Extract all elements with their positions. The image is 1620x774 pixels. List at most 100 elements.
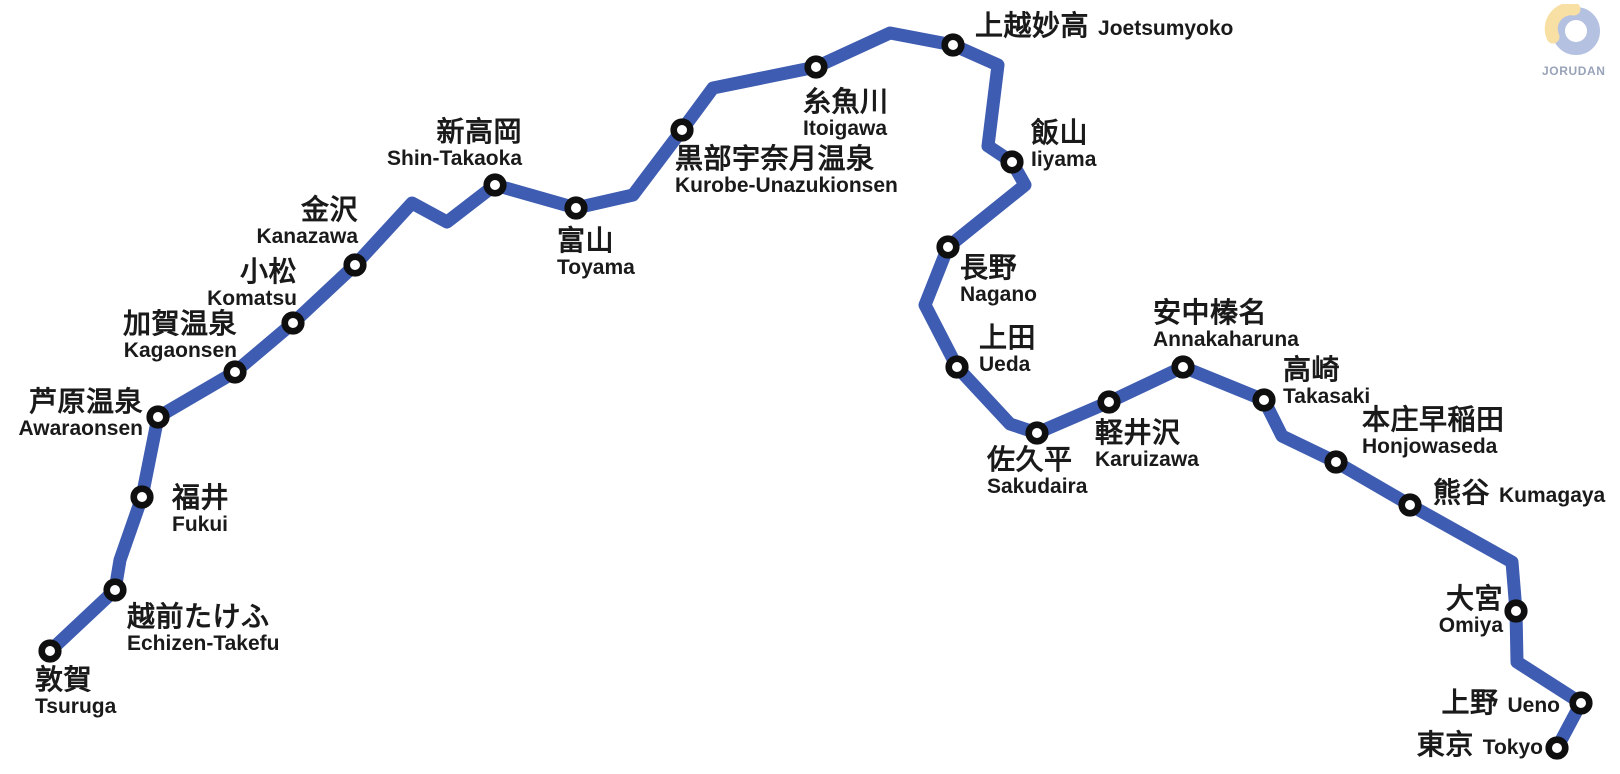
station-name-en: Toyama <box>557 255 635 279</box>
station-marker-joetsumyoko[interactable] <box>941 33 965 57</box>
station-name-ja: 敦賀 <box>35 664 93 695</box>
station-name-en: Omiya <box>1438 613 1503 637</box>
station-name-ja: 熊谷 <box>1433 477 1491 508</box>
station-label-kumagaya: 熊谷 Kumagaya <box>1433 477 1606 508</box>
station-name-en: Ueno <box>1507 694 1561 717</box>
station-marker-iiyama[interactable] <box>1000 150 1024 174</box>
station-name-en: Sakudaira <box>987 474 1088 498</box>
station-marker-karuizawa[interactable] <box>1097 390 1121 414</box>
station-name-ja: 長野 <box>960 252 1018 283</box>
station-name-en: Ueda <box>979 352 1031 376</box>
station-name-ja: 富山 <box>557 225 615 256</box>
station-name-ja: 福井 <box>172 482 230 513</box>
station-name-en: Echizen-Takefu <box>127 631 280 655</box>
station-name-ja: 東京 <box>1416 729 1474 760</box>
station-name-en: Kanazawa <box>256 224 358 248</box>
station-marker-kurobe-unazukionsen[interactable] <box>670 118 694 142</box>
station-name-en: Kurobe-Unazukionsen <box>675 173 898 197</box>
station-name-ja: 上田 <box>979 322 1037 353</box>
station-name-ja: 安中榛名 <box>1153 297 1268 328</box>
station-name-en: Karuizawa <box>1095 447 1199 471</box>
station-name-ja: 上野 <box>1441 687 1499 718</box>
station-marker-takasaki[interactable] <box>1252 388 1276 412</box>
station-marker-ueda[interactable] <box>945 355 969 379</box>
logo-crescent-shape <box>1544 2 1581 44</box>
station-name-ja: 加賀温泉 <box>122 308 237 339</box>
station-marker-omiya[interactable] <box>1504 599 1528 623</box>
station-label-tokyo: 東京 Tokyo <box>1416 729 1543 760</box>
station-name-en: Annakaharuna <box>1153 327 1299 351</box>
jorudan-logo: JORUDAN <box>1542 2 1606 78</box>
station-name-ja: 軽井沢 <box>1095 417 1181 448</box>
station-marker-kumagaya[interactable] <box>1398 493 1422 517</box>
station-marker-honjowaseda[interactable] <box>1324 450 1348 474</box>
station-name-en: Kumagaya <box>1499 484 1606 507</box>
station-marker-fukui[interactable] <box>130 485 154 509</box>
station-name-ja: 越前たけふ <box>127 601 270 632</box>
station-name-en: Itoigawa <box>803 116 888 140</box>
station-name-en: Fukui <box>172 512 228 536</box>
station-name-en: Shin-Takaoka <box>387 146 522 170</box>
station-name-ja: 小松 <box>239 256 297 287</box>
station-name-ja: 黒部宇奈月温泉 <box>675 143 875 174</box>
station-name-ja: 芦原温泉 <box>28 386 143 417</box>
station-marker-kagaonsen[interactable] <box>223 360 247 384</box>
station-name-en: Tsuruga <box>35 694 117 718</box>
logo-ring-shape <box>1552 7 1600 55</box>
station-name-en: Honjowaseda <box>1362 434 1498 458</box>
jorudan-logo-text: JORUDAN <box>1542 64 1606 78</box>
station-marker-annakaharuna[interactable] <box>1171 355 1195 379</box>
station-name-ja: 金沢 <box>300 194 358 225</box>
station-name-ja: 飯山 <box>1031 117 1089 148</box>
jorudan-logo-icon <box>1544 2 1600 55</box>
station-name-en: Takasaki <box>1283 384 1371 408</box>
station-marker-nagano[interactable] <box>936 235 960 259</box>
station-name-en: Nagano <box>960 282 1038 306</box>
station-marker-komatsu[interactable] <box>281 311 305 335</box>
station-name-en: Awaraonsen <box>18 416 144 440</box>
station-marker-toyama[interactable] <box>564 196 588 220</box>
station-marker-tsuruga[interactable] <box>38 639 62 663</box>
station-name-en: Tokyo <box>1482 736 1543 759</box>
station-name-ja: 新高岡 <box>436 116 522 147</box>
station-label-ueno: 上野 Ueno <box>1441 687 1561 718</box>
station-name-en: Komatsu <box>207 286 297 310</box>
station-marker-itoigawa[interactable] <box>804 55 828 79</box>
station-name-ja: 糸魚川 <box>803 86 889 117</box>
station-name-en: Iiyama <box>1031 147 1097 171</box>
station-marker-shin-takaoka[interactable] <box>483 173 507 197</box>
station-marker-sakudaira[interactable] <box>1025 421 1049 445</box>
station-name-ja: 高崎 <box>1283 354 1341 385</box>
station-name-ja: 上越妙高 <box>975 10 1090 41</box>
station-name-ja: 佐久平 <box>987 444 1073 475</box>
station-marker-awaraonsen[interactable] <box>146 405 170 429</box>
station-marker-ueno[interactable] <box>1569 691 1593 715</box>
station-marker-kanazawa[interactable] <box>343 253 367 277</box>
station-name-ja: 本庄早稲田 <box>1362 404 1505 435</box>
station-marker-tokyo[interactable] <box>1545 736 1569 760</box>
station-name-ja: 大宮 <box>1445 583 1503 614</box>
station-marker-echizen-takefu[interactable] <box>103 578 127 602</box>
